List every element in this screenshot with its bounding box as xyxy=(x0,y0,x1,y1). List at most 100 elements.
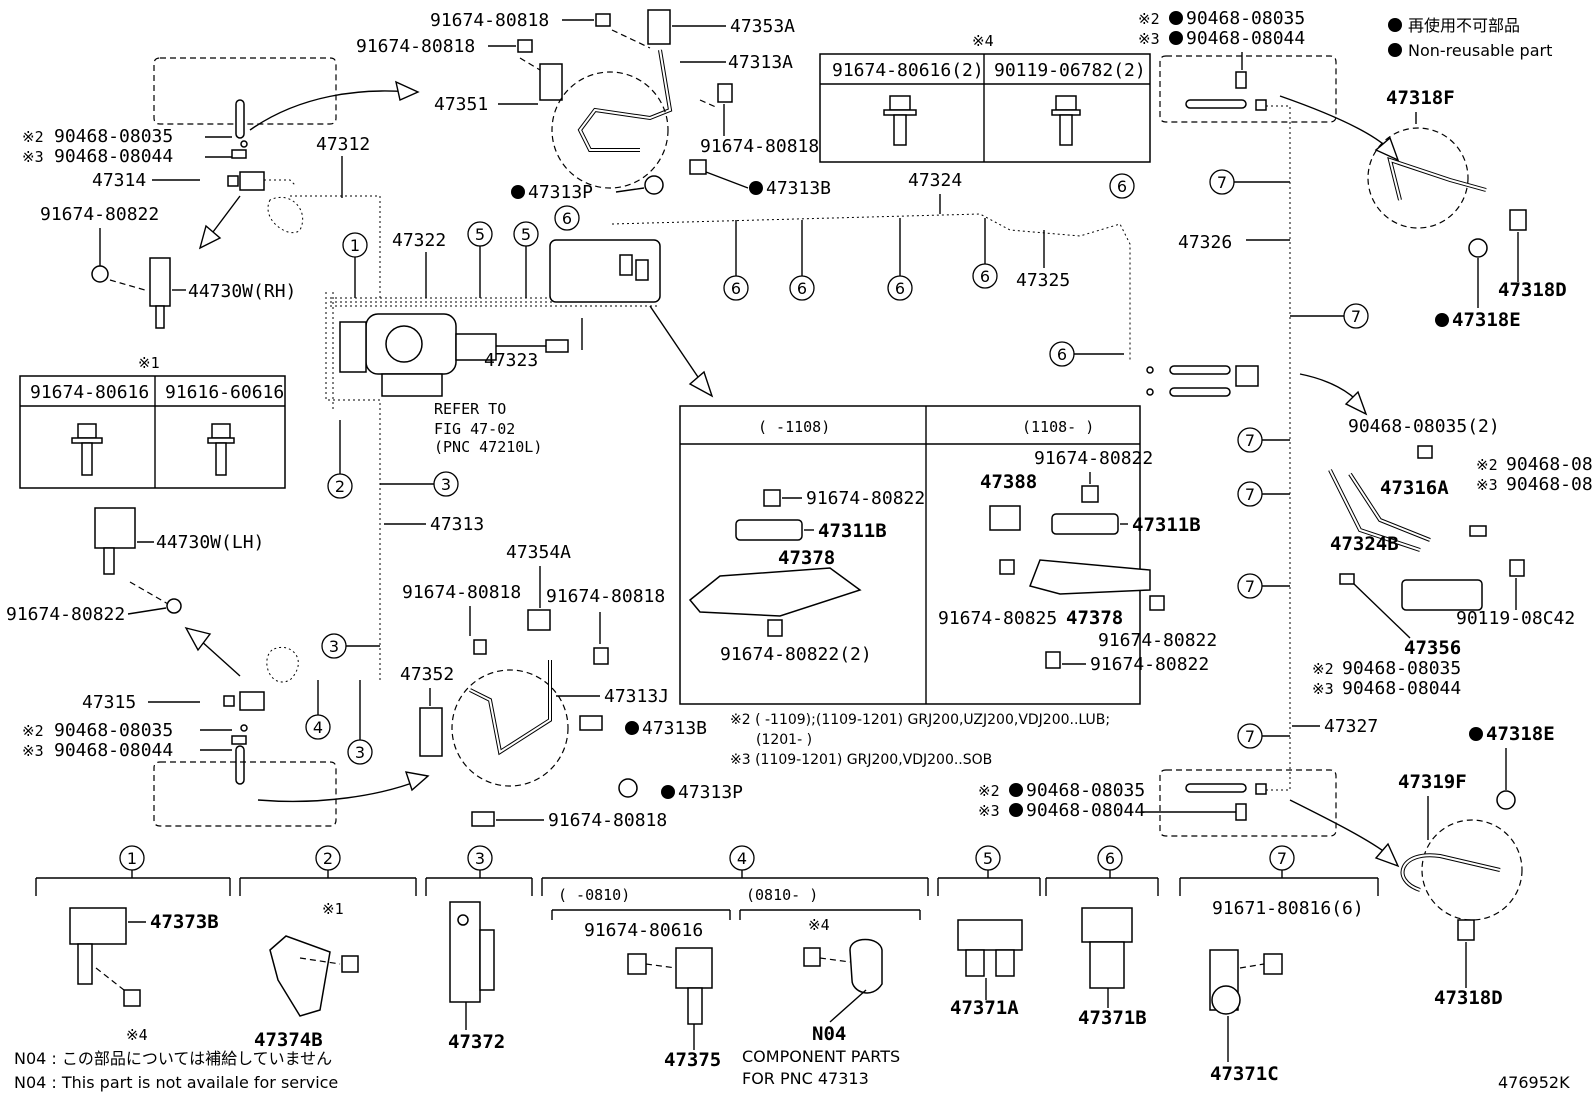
label-91674-80822-2: 91674-80822(2) xyxy=(720,644,872,665)
label-for-pnc: FOR PNC 47313 xyxy=(742,1069,869,1088)
legend-dot-icon xyxy=(1388,18,1402,32)
label-47318d-top: 47318D xyxy=(1498,279,1567,301)
label-47327: 47327 xyxy=(1324,716,1378,737)
label-47326: 47326 xyxy=(1178,232,1232,253)
callout-6: 6 xyxy=(554,205,580,231)
bolt-icon xyxy=(517,39,533,53)
flange-bolt-icon xyxy=(71,423,103,476)
clip-47388 xyxy=(989,505,1021,531)
svg-text:7: 7 xyxy=(1245,577,1255,596)
non-reusable-dot-icon xyxy=(1169,11,1183,25)
label-47318f: 47318F xyxy=(1386,87,1455,109)
bracket-44730w-rh xyxy=(149,257,171,307)
label-47319f: 47319F xyxy=(1398,771,1467,793)
label-mark2-tr: ※2 xyxy=(1138,10,1160,28)
callout-5: 5 xyxy=(513,221,539,298)
detail-box-lh-bottom xyxy=(153,761,337,827)
label-90468-08044-tl: 90468-08044 xyxy=(54,146,173,167)
label-90468-08035-lr: 90468-08035 xyxy=(1026,780,1145,801)
group-callout-7: 7 xyxy=(1269,845,1295,878)
pipe-47326-47327 xyxy=(1266,105,1291,791)
bolt-icon xyxy=(207,423,235,476)
group-callout-5: 5 xyxy=(975,845,1001,878)
legend-en: Non-reusable part xyxy=(1408,41,1552,60)
bracket-47354a xyxy=(527,609,551,631)
callout-7: 7 xyxy=(1237,723,1290,749)
label-90468-08035-tl: 90468-08035 xyxy=(54,126,173,147)
svg-text:7: 7 xyxy=(1245,727,1255,746)
svg-text:3: 3 xyxy=(475,849,485,868)
svg-text:2: 2 xyxy=(335,477,345,496)
label-91674-80616: 91674-80616 xyxy=(584,920,703,941)
clamp-47373b xyxy=(69,907,127,945)
non-reusable-dot-icon xyxy=(1009,783,1023,797)
flex-hose-47313j xyxy=(469,660,552,756)
label-91674-80822-in4: 91674-80822 xyxy=(1090,654,1209,675)
callout-6: 6 xyxy=(723,220,749,301)
label-47313a: 47313A xyxy=(728,52,793,73)
union-bolt-47313b xyxy=(689,159,707,175)
label-mark3-mr: ※3 xyxy=(1476,476,1498,494)
label-47323: 47323 xyxy=(484,350,538,371)
label-component-parts: COMPONENT PARTS xyxy=(742,1047,900,1066)
bolt-icon xyxy=(1081,485,1099,503)
inset-left-header: ( -1108) xyxy=(758,418,830,436)
callout-3: 3 xyxy=(347,680,373,765)
svg-text:6: 6 xyxy=(797,279,807,298)
label-91674-80818-f: 91674-80818 xyxy=(548,810,667,831)
bolt-icon xyxy=(717,83,733,103)
note-n04-en: N04 : This part is not availale for serv… xyxy=(14,1073,338,1092)
brake-hose-47318f xyxy=(1387,156,1487,201)
callout-6: 6 xyxy=(789,220,815,301)
label-47353a: 47353A xyxy=(730,16,795,37)
label-91674-80818-c: 91674-80818 xyxy=(700,136,819,157)
label-47351: 47351 xyxy=(434,94,488,115)
svg-text:1: 1 xyxy=(350,236,360,255)
arrow-line xyxy=(249,90,411,131)
label-mark1-g2: ※1 xyxy=(322,900,344,918)
label-91674-80825: 91674-80825 xyxy=(938,608,1057,629)
svg-text:7: 7 xyxy=(1245,485,1255,504)
label-47373b: 47373B xyxy=(150,911,219,933)
table1-col1: 91674-80616 xyxy=(30,382,149,403)
non-reusable-dot-icon xyxy=(749,181,763,195)
block-47356 xyxy=(1401,579,1483,611)
union-bolt-47313b xyxy=(579,715,603,731)
refer-line1: REFER TO xyxy=(434,400,506,418)
label-91674-80818-d: 91674-80818 xyxy=(402,582,521,603)
label-90468-08035-bl: 90468-08035 xyxy=(54,720,173,741)
group-callout-3: 3 xyxy=(467,845,493,878)
label-91674-80818-b: 91674-80818 xyxy=(356,36,475,57)
bolt-icon xyxy=(1263,953,1283,975)
bracket-47378 xyxy=(688,567,862,617)
label-mark3-br: ※3 xyxy=(1312,680,1334,698)
label-mark2-lr: ※2 xyxy=(978,782,1000,800)
label-47354a: 47354A xyxy=(506,542,571,563)
bracket-44730w-lh xyxy=(94,507,136,549)
bracket-47351 xyxy=(539,63,563,101)
label-90468-08035-bl-mark: ※2 xyxy=(22,722,44,740)
svg-text:7: 7 xyxy=(1245,431,1255,450)
inset-right-header: (1108- ) xyxy=(1022,418,1094,436)
label-91671-80816: 91671-80816(6) xyxy=(1212,898,1364,919)
svg-text:5: 5 xyxy=(521,225,531,244)
group-callout-1: 1 xyxy=(119,845,145,878)
label-90468-08035-2: 90468-08035(2) xyxy=(1348,416,1500,437)
svg-text:6: 6 xyxy=(1105,849,1115,868)
label-90468-08035-br: 90468-08035 xyxy=(1342,658,1461,679)
bolt-icon xyxy=(999,559,1015,575)
label-90468-08044-tl-mark: ※3 xyxy=(22,148,44,166)
pipe-47324 xyxy=(611,213,1131,360)
label-47311b-right: 47311B xyxy=(1132,514,1201,536)
arrow-head-icon xyxy=(395,80,420,101)
group-callout-6: 6 xyxy=(1097,845,1123,878)
label-91674-80822-in2: 91674-80822 xyxy=(1034,448,1153,469)
label-47318d-bottom: 47318D xyxy=(1434,987,1503,1009)
note-n04-jp: N04 : この部品については補給していません xyxy=(14,1049,332,1068)
label-47312: 47312 xyxy=(316,134,370,155)
callout-7: 7 xyxy=(1209,169,1290,195)
label-91674-80822-in3: 91674-80822 xyxy=(1098,630,1217,651)
table4-mark: ※4 xyxy=(972,32,994,50)
clip-n04 xyxy=(849,938,883,994)
